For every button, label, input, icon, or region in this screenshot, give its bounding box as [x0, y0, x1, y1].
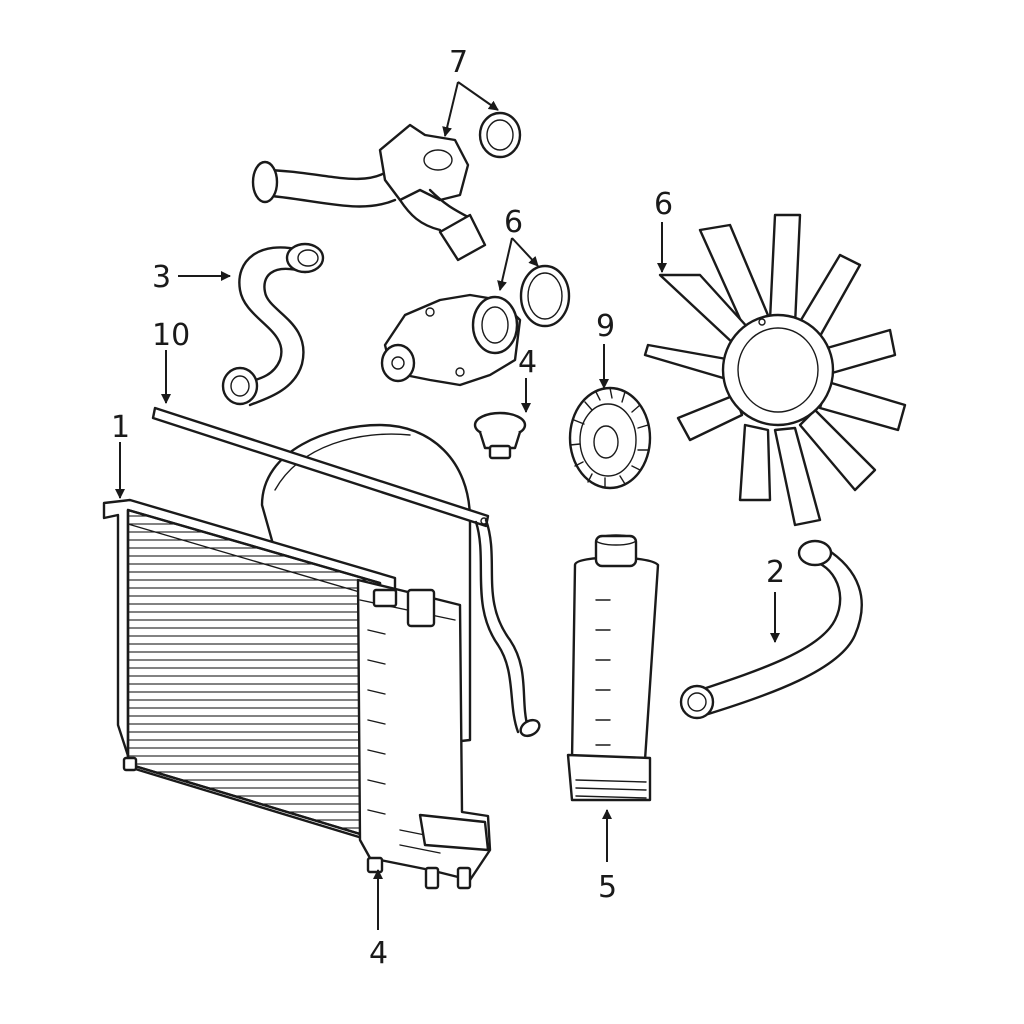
thermostat-housing [251, 123, 487, 262]
tank-ribs [367, 629, 441, 854]
callout-5: 5 [598, 870, 617, 905]
seal-ring-7 [478, 111, 522, 159]
callout-1: 1 [111, 410, 130, 445]
callout-7: 7 [449, 45, 468, 80]
callout-4-bottom: 4 [369, 936, 388, 971]
callout-labels: 1 10 3 7 6 4 9 6 2 5 4 [111, 45, 785, 971]
water-pump [380, 293, 522, 387]
callout-2: 2 [766, 555, 785, 590]
upper-hose [221, 242, 325, 407]
callout-10: 10 [152, 318, 190, 353]
callout-6-pump: 6 [504, 205, 523, 240]
fan [643, 213, 907, 527]
callout-4-thermostat: 4 [518, 345, 537, 380]
callout-3: 3 [152, 260, 171, 295]
callout-9: 9 [596, 309, 615, 344]
expansion-tank [566, 534, 660, 802]
leader-lines [115, 81, 780, 930]
thermostat [473, 411, 527, 460]
pump-gasket [519, 264, 571, 328]
radiator [102, 498, 492, 890]
fan-clutch [568, 386, 652, 490]
support-rod [151, 406, 541, 738]
callout-6-fan: 6 [654, 187, 673, 222]
lower-hose [679, 539, 863, 720]
